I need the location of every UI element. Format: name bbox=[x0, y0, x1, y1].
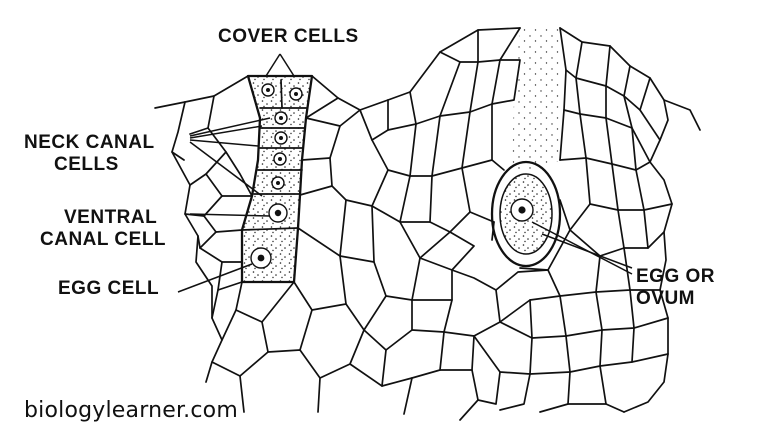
left-archegonium bbox=[240, 74, 314, 284]
ventral-canal-nucleus bbox=[268, 203, 288, 223]
label-egg-cell: EGG CELL bbox=[58, 278, 160, 299]
leader-lines bbox=[177, 53, 633, 293]
label-egg-or-ovum: EGG OR OVUM bbox=[636, 266, 716, 309]
watermark-text: biologylearner.com bbox=[24, 398, 238, 423]
neck-nuclei bbox=[261, 83, 303, 190]
tissue-cells bbox=[154, 27, 701, 421]
egg-cell-nucleus bbox=[250, 247, 272, 269]
venter-wall bbox=[490, 160, 562, 268]
neck-canal-cell-walls bbox=[241, 79, 307, 231]
label-cover-cells: COVER CELLS bbox=[218, 26, 359, 47]
right-archegonium bbox=[490, 28, 571, 271]
label-neck-canal-cells: NECK CANAL CELLS bbox=[24, 132, 155, 175]
label-ventral-canal-cell: VENTRAL CANAL CELL bbox=[40, 207, 167, 250]
right-neck-canal bbox=[512, 28, 560, 172]
